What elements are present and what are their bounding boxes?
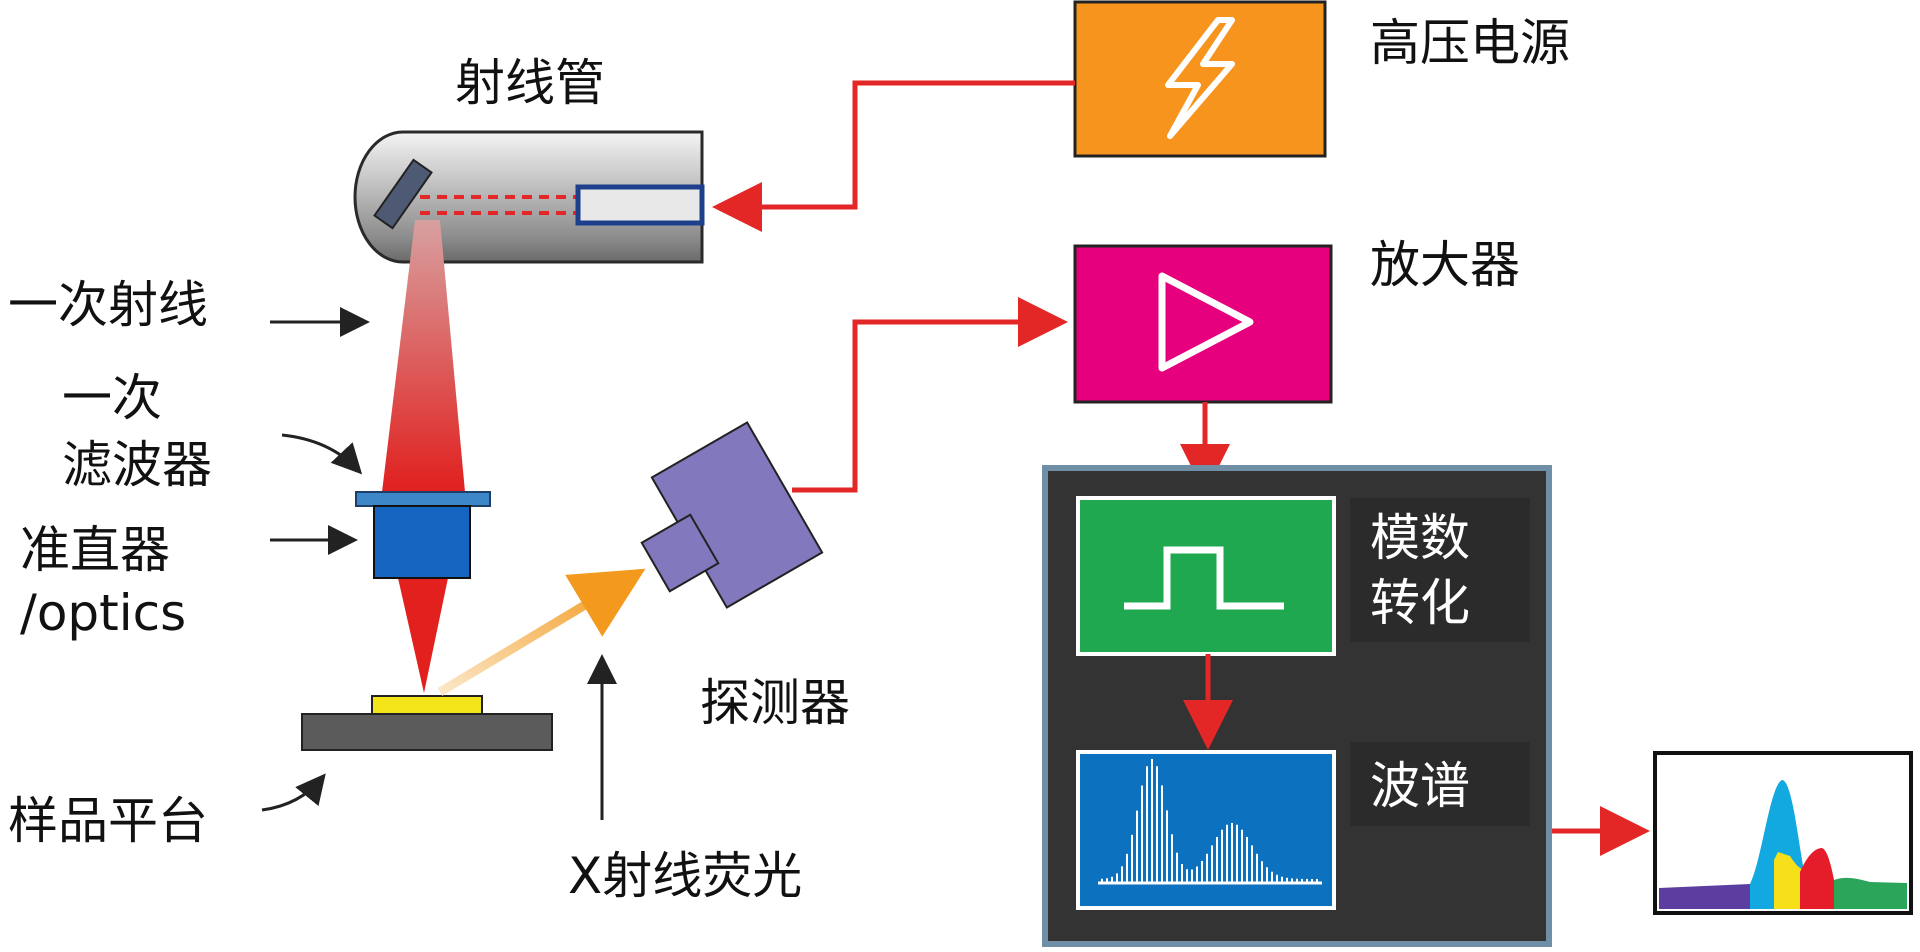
output-spectrum	[1653, 751, 1913, 915]
primary-beam	[382, 220, 465, 492]
output-peak-green	[1834, 877, 1907, 909]
xrf-label: X射线荧光	[568, 847, 802, 905]
primary-filter-pointer	[281, 433, 363, 475]
hv-power-box	[1073, 0, 1327, 158]
output-peak-yellow	[1774, 852, 1804, 909]
output-peak-red	[1800, 848, 1834, 909]
spectrum-box	[1076, 750, 1336, 910]
sample-stage-pointer	[261, 773, 326, 812]
triangle-play-icon	[1158, 272, 1254, 372]
xray-tube	[353, 130, 705, 264]
amplifier-box	[1073, 244, 1333, 404]
fluorescence-ray	[437, 568, 646, 696]
sample-stage	[301, 713, 553, 751]
spectrum-label-bg	[1350, 742, 1530, 826]
sample	[371, 695, 483, 715]
adc-label-bg	[1350, 498, 1530, 642]
adc-label-2: 转化	[1370, 574, 1470, 632]
collimator-label-1: 准直器	[20, 521, 170, 579]
output-peak-purple	[1659, 884, 1750, 909]
sample-stage-label: 样品平台	[8, 792, 208, 850]
focused-beam	[398, 578, 448, 693]
tube-cathode	[575, 184, 705, 226]
adc-label-1: 模数	[1370, 509, 1470, 567]
tube-anode-target	[373, 158, 433, 230]
detector	[640, 421, 824, 609]
primary-filter-label-1: 一次	[62, 369, 162, 427]
hv-power-label: 高压电源	[1370, 14, 1570, 72]
detector-label: 探测器	[700, 674, 850, 732]
spectrum-icon	[1101, 758, 1318, 882]
adc-box	[1076, 496, 1336, 656]
wire-hv-to-tube	[712, 80, 1075, 232]
tube-label: 射线管	[455, 54, 605, 112]
amplifier-label: 放大器	[1370, 236, 1520, 294]
spectrum-label: 波谱	[1370, 757, 1470, 815]
primary-ray-label: 一次射线	[8, 276, 208, 334]
pulse-icon	[1124, 546, 1284, 610]
primary-filter	[355, 491, 491, 507]
primary-filter-label-2: 滤波器	[62, 436, 212, 494]
collimator	[373, 505, 471, 579]
wire-detector-to-amp	[792, 297, 1068, 493]
lightning-bolt-icon	[1165, 17, 1235, 139]
collimator-label-2: /optics	[20, 584, 186, 642]
